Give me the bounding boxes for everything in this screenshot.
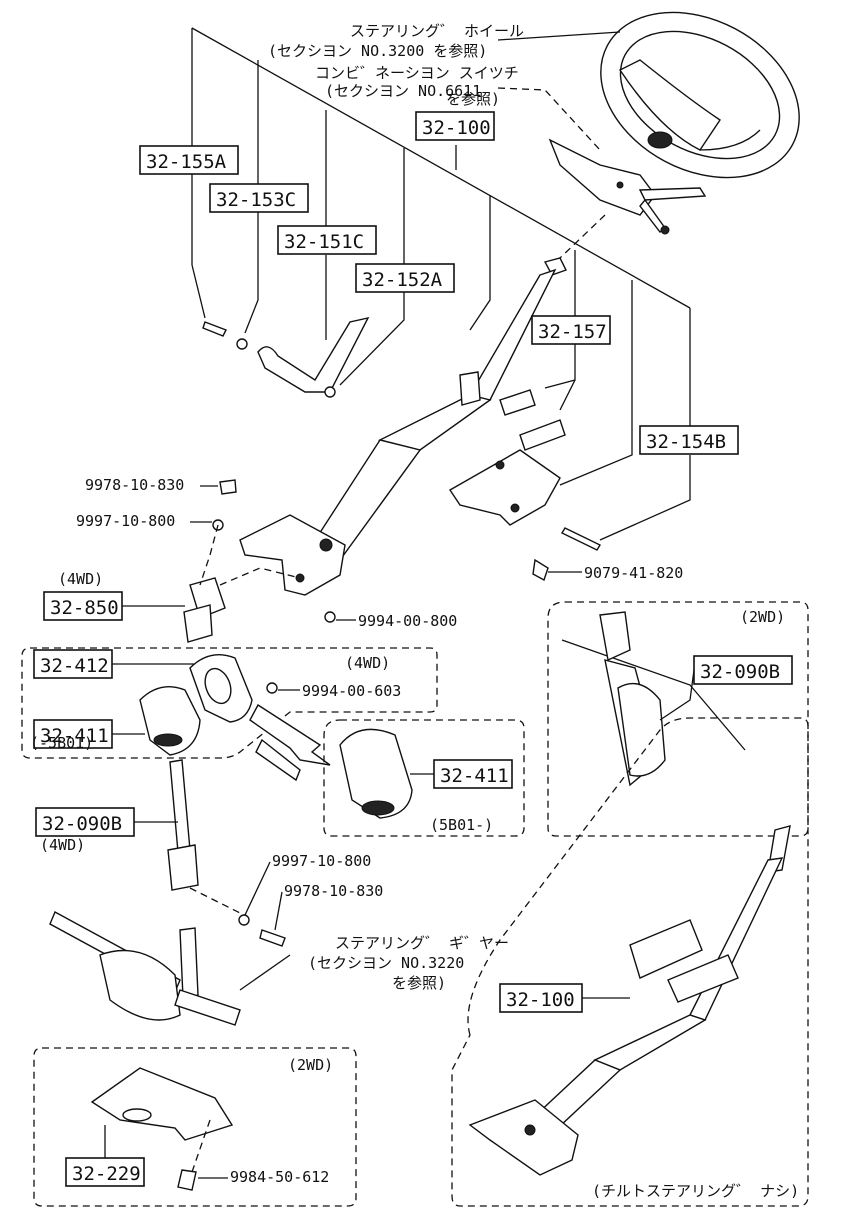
steering-wheel-illustration bbox=[600, 11, 800, 179]
code-9994-00-603[interactable]: 9994-00-603 bbox=[302, 682, 401, 700]
svg-text:32-090B: 32-090B bbox=[42, 813, 122, 835]
tag-2wd-bracket: (2WD) bbox=[288, 1056, 333, 1074]
part-label-32-154B[interactable]: 32-154B bbox=[639, 425, 739, 455]
part-label-32-153C[interactable]: 32-153C bbox=[209, 183, 309, 213]
svg-text:32-090B: 32-090B bbox=[700, 661, 780, 683]
ref-combination-switch-line3: を参照) bbox=[446, 90, 500, 108]
column-boot-new-illustration bbox=[339, 728, 413, 819]
ref-combination-switch-line2: (セクシヨン NO.6611 bbox=[325, 82, 481, 100]
part-label-32-090B-4wd[interactable]: 32-090B bbox=[35, 807, 135, 837]
column-no-tilt-illustration bbox=[468, 825, 791, 1176]
bolt-washer-bracket-illustration bbox=[202, 316, 370, 623]
svg-text:32-154B: 32-154B bbox=[646, 431, 726, 453]
part-label-32-411-new[interactable]: 32-411 bbox=[433, 759, 513, 789]
part-label-32-152A[interactable]: 32-152A bbox=[355, 263, 455, 293]
code-9997-10-800-lower[interactable]: 9997-10-800 bbox=[272, 852, 371, 870]
ref-combination-switch-line1: コンビ゛ネーシヨン スイツチ bbox=[315, 64, 519, 82]
part-label-32-411-old[interactable]: 32-411 bbox=[33, 719, 113, 749]
intermediate-joint-illustration bbox=[183, 577, 226, 643]
svg-text:32-850: 32-850 bbox=[50, 597, 119, 619]
ref-steering-gear-line2: (セクシヨン NO.3220 bbox=[308, 954, 464, 972]
part-label-32-157[interactable]: 32-157 bbox=[531, 315, 611, 345]
lower-bracket-illustration bbox=[90, 1067, 234, 1191]
code-9079-41-820[interactable]: 9079-41-820 bbox=[584, 564, 683, 582]
svg-text:32-100: 32-100 bbox=[506, 989, 575, 1011]
svg-text:32-412: 32-412 bbox=[40, 655, 109, 677]
tag-2wd-joint: (2WD) bbox=[740, 608, 785, 626]
combination-switch-illustration bbox=[548, 138, 707, 235]
code-9984-50-612[interactable]: 9984-50-612 bbox=[230, 1168, 329, 1186]
column-boot-illustration bbox=[139, 654, 278, 756]
part-label-32-100-no-tilt[interactable]: 32-100 bbox=[499, 983, 583, 1013]
svg-text:32-100: 32-100 bbox=[422, 117, 491, 139]
part-label-32-100-main[interactable]: 32-100 bbox=[415, 111, 495, 141]
svg-text:32-229: 32-229 bbox=[72, 1163, 141, 1185]
intermediate-shaft-illustration bbox=[167, 759, 286, 947]
svg-text:32-411: 32-411 bbox=[40, 725, 109, 747]
code-9978-10-830-lower[interactable]: 9978-10-830 bbox=[284, 882, 383, 900]
steering-column-illustration bbox=[239, 257, 567, 596]
code-9994-00-800[interactable]: 9994-00-800 bbox=[358, 612, 457, 630]
tag-from-5b01: (5B01-) bbox=[430, 816, 493, 834]
part-label-32-151C[interactable]: 32-151C bbox=[277, 225, 377, 255]
part-label-32-229[interactable]: 32-229 bbox=[65, 1157, 145, 1187]
ref-steering-gear-line1: ステアリング゛ ギ゛ヤー bbox=[335, 934, 509, 952]
steering-gear-illustration bbox=[49, 911, 241, 1026]
svg-text:32-155A: 32-155A bbox=[146, 151, 227, 173]
tag-without-tilt-steering: (チルトステアリング゛ ナシ) bbox=[592, 1182, 799, 1200]
part-label-32-412[interactable]: 32-412 bbox=[33, 649, 113, 679]
svg-text:32-153C: 32-153C bbox=[216, 189, 296, 211]
code-9978-10-830-upper[interactable]: 9978-10-830 bbox=[85, 476, 184, 494]
tilt-bracket-illustration bbox=[449, 389, 601, 582]
svg-text:32-411: 32-411 bbox=[440, 765, 509, 787]
svg-text:32-152A: 32-152A bbox=[362, 269, 443, 291]
ref-steering-wheel-line2: (セクシヨン NO.3200 を参照) bbox=[268, 42, 487, 60]
variant-arrow-illustration bbox=[249, 703, 331, 782]
code-9997-10-800-upper[interactable]: 9997-10-800 bbox=[76, 512, 175, 530]
part-label-32-155A[interactable]: 32-155A bbox=[139, 145, 239, 175]
ref-steering-wheel-line1: ステアリング゛ ホイール bbox=[350, 22, 524, 40]
part-label-32-850[interactable]: 32-850 bbox=[43, 591, 123, 621]
tag-before-5b01: (-5B01) bbox=[30, 734, 93, 752]
tag-4wd-shaft: (4WD) bbox=[40, 836, 85, 854]
tag-4wd-upper: (4WD) bbox=[58, 570, 103, 588]
svg-text:32-157: 32-157 bbox=[538, 321, 607, 343]
svg-text:32-151C: 32-151C bbox=[284, 231, 364, 253]
part-label-32-090B-2wd[interactable]: 32-090B bbox=[693, 655, 793, 685]
tag-4wd-boot: (4WD) bbox=[345, 654, 390, 672]
joint-2wd-illustration bbox=[561, 611, 746, 787]
ref-steering-gear-line3: を参照) bbox=[392, 974, 446, 992]
